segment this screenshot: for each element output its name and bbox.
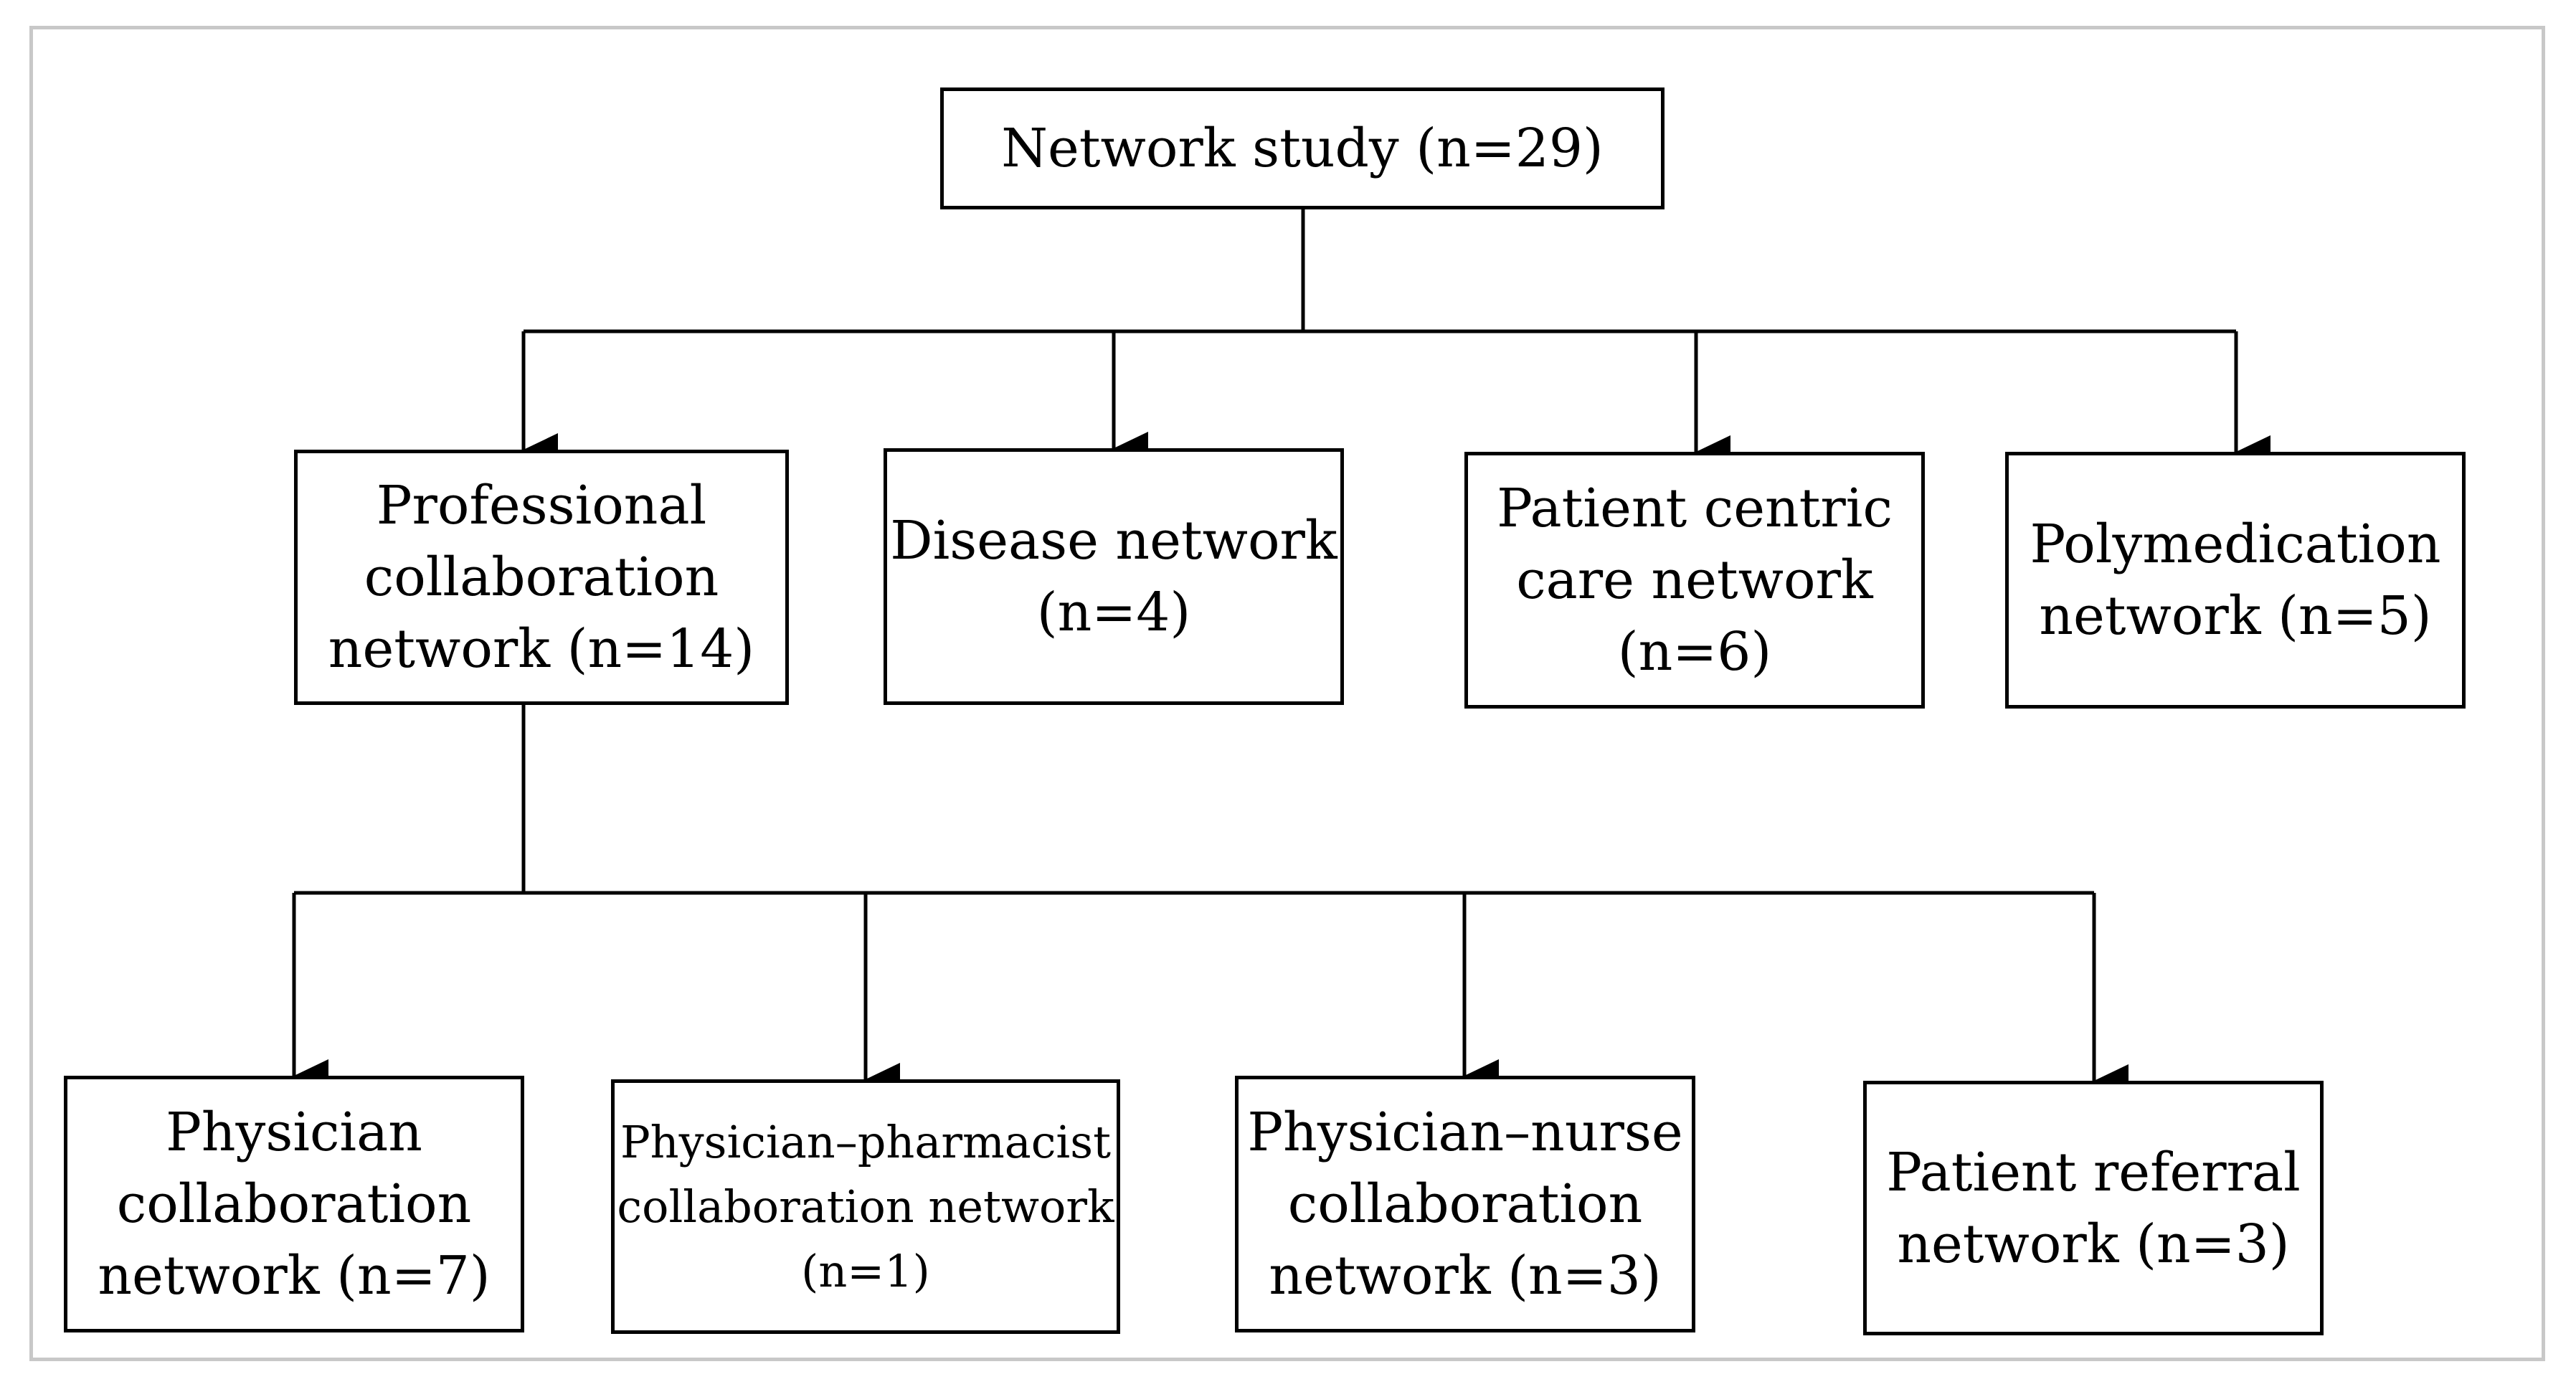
node-physician-pharmacist-label: Physician–pharmacist collaboration netwo…: [617, 1115, 1114, 1297]
node-physician-collaboration-label: Physician collaboration network (n=7): [98, 1102, 491, 1307]
node-polymedication-label: Polymedication network (n=5): [2030, 513, 2441, 647]
node-physician-nurse: Physician–nurse collaboration network (n…: [1235, 1076, 1695, 1332]
node-physician-nurse-label: Physician–nurse collaboration network (n…: [1247, 1102, 1683, 1307]
node-patient-referral: Patient referral network (n=3): [1863, 1081, 2324, 1335]
node-network-study: Network study (n=29): [940, 87, 1665, 209]
node-patient-centric-care-label: Patient centric care network (n=6): [1497, 478, 1893, 683]
node-physician-collaboration: Physician collaboration network (n=7): [64, 1076, 524, 1332]
node-patient-centric-care: Patient centric care network (n=6): [1464, 452, 1925, 709]
node-disease-network-label: Disease network (n=4): [890, 510, 1337, 643]
figure-frame: [29, 26, 2545, 1361]
node-professional-collaboration-label: Professional collaboration network (n=14…: [328, 475, 755, 680]
node-patient-referral-label: Patient referral network (n=3): [1886, 1141, 2301, 1275]
node-disease-network: Disease network (n=4): [884, 448, 1344, 705]
node-professional-collaboration: Professional collaboration network (n=14…: [294, 450, 789, 705]
node-network-study-label: Network study (n=29): [1001, 118, 1604, 179]
node-polymedication: Polymedication network (n=5): [2005, 452, 2466, 709]
node-physician-pharmacist: Physician–pharmacist collaboration netwo…: [611, 1079, 1120, 1334]
